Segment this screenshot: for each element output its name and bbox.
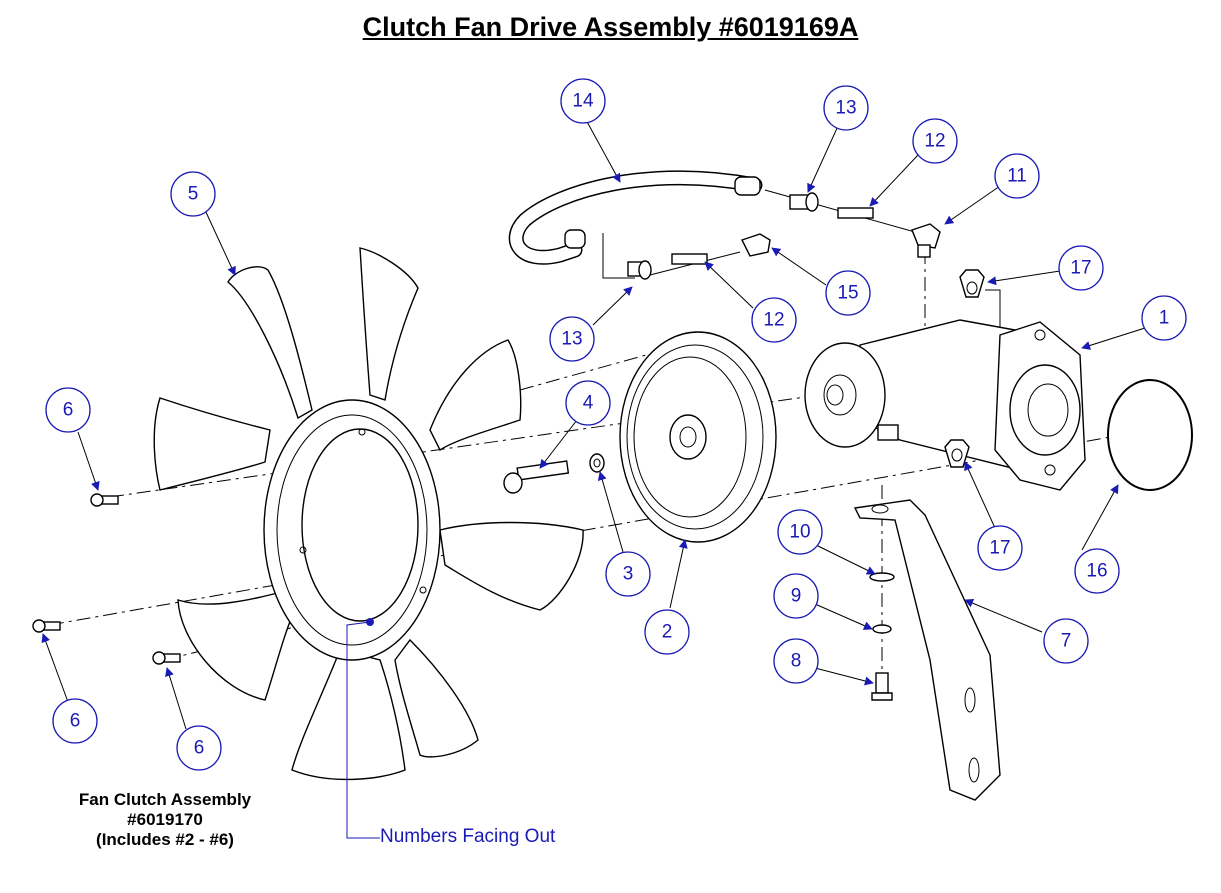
mounting-bracket [853,499,1001,801]
assembly-includes: (Includes #2 - #6) [96,830,234,849]
leader-lines [41,117,1146,730]
callout-6: 6 [45,387,91,433]
callout-17: 17 [977,525,1023,571]
callout-6: 6 [52,698,98,744]
callout-1: 1 [1141,295,1187,341]
hex-nuts [944,269,985,468]
callout-label: 17 [1070,258,1091,279]
callout-2: 2 [644,609,690,655]
callout-17: 17 [1058,245,1104,291]
callout-label: 6 [63,400,74,421]
fan-clutch-hub [619,331,777,543]
callout-13: 13 [549,316,595,362]
callout-label: 1 [1159,308,1170,329]
callout-9: 9 [773,573,819,619]
callout-label: 8 [791,651,802,672]
assembly-name: Fan Clutch Assembly [78,790,252,809]
bolt-and-washer [503,453,605,494]
callout-5: 5 [170,171,216,217]
hose-and-fittings [508,170,941,280]
fan-blade-assembly [153,247,584,839]
callout-label: 10 [789,522,810,543]
callout-label: 6 [194,738,205,759]
callout-16: 16 [1074,548,1120,594]
o-ring [1107,379,1193,491]
callout-6: 6 [176,725,222,771]
callout-label: 12 [924,131,945,152]
callout-8: 8 [773,638,819,684]
callout-12: 12 [912,118,958,164]
callout-label: 5 [188,184,199,205]
assembly-number: #6019170 [127,810,203,829]
fan-clutch-assembly-label: Fan Clutch Assembly #6019170 (Includes #… [30,790,300,850]
numbers-facing-out-note: Numbers Facing Out [380,826,556,847]
callout-14: 14 [560,78,606,124]
callout-label: 6 [70,711,81,732]
cap-screws [32,493,181,665]
drive-housing [804,319,1086,491]
callout-label: 13 [561,329,582,350]
callout-label: 3 [623,564,634,585]
callout-label: 4 [583,393,594,414]
bracket-fasteners [869,572,895,701]
diagram-title: Clutch Fan Drive Assembly #6019169A [362,12,859,42]
callout-label: 14 [572,91,594,112]
callout-11: 11 [994,153,1040,199]
callout-7: 7 [1043,618,1089,664]
callout-4: 4 [565,380,611,426]
callout-12: 12 [751,297,797,343]
callout-label: 7 [1061,631,1072,652]
callout-label: 2 [662,622,673,643]
callout-label: 12 [763,310,784,331]
callout-10: 10 [777,509,823,555]
callout-15: 15 [825,270,871,316]
callout-label: 11 [1007,166,1027,187]
callout-3: 3 [605,551,651,597]
callout-label: 13 [835,98,856,119]
callout-label: 17 [989,538,1010,559]
callout-label: 9 [791,586,802,607]
callout-label: 15 [837,283,858,304]
callout-label: 16 [1086,561,1107,582]
callout-13: 13 [823,85,869,131]
